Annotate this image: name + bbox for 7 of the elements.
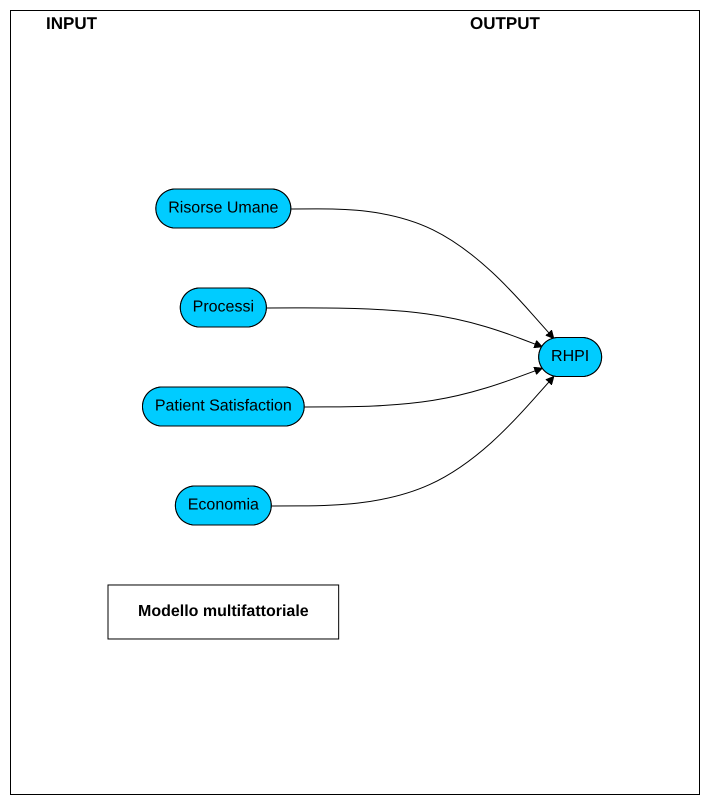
arrow: [304, 366, 543, 408]
column-heading: INPUT: [46, 14, 97, 34]
column-heading: OUTPUT: [470, 14, 540, 34]
arrow: [291, 208, 554, 339]
arrow: [271, 376, 554, 506]
arrow: [266, 307, 543, 348]
node-box: Modello multifattoriale: [108, 584, 340, 640]
